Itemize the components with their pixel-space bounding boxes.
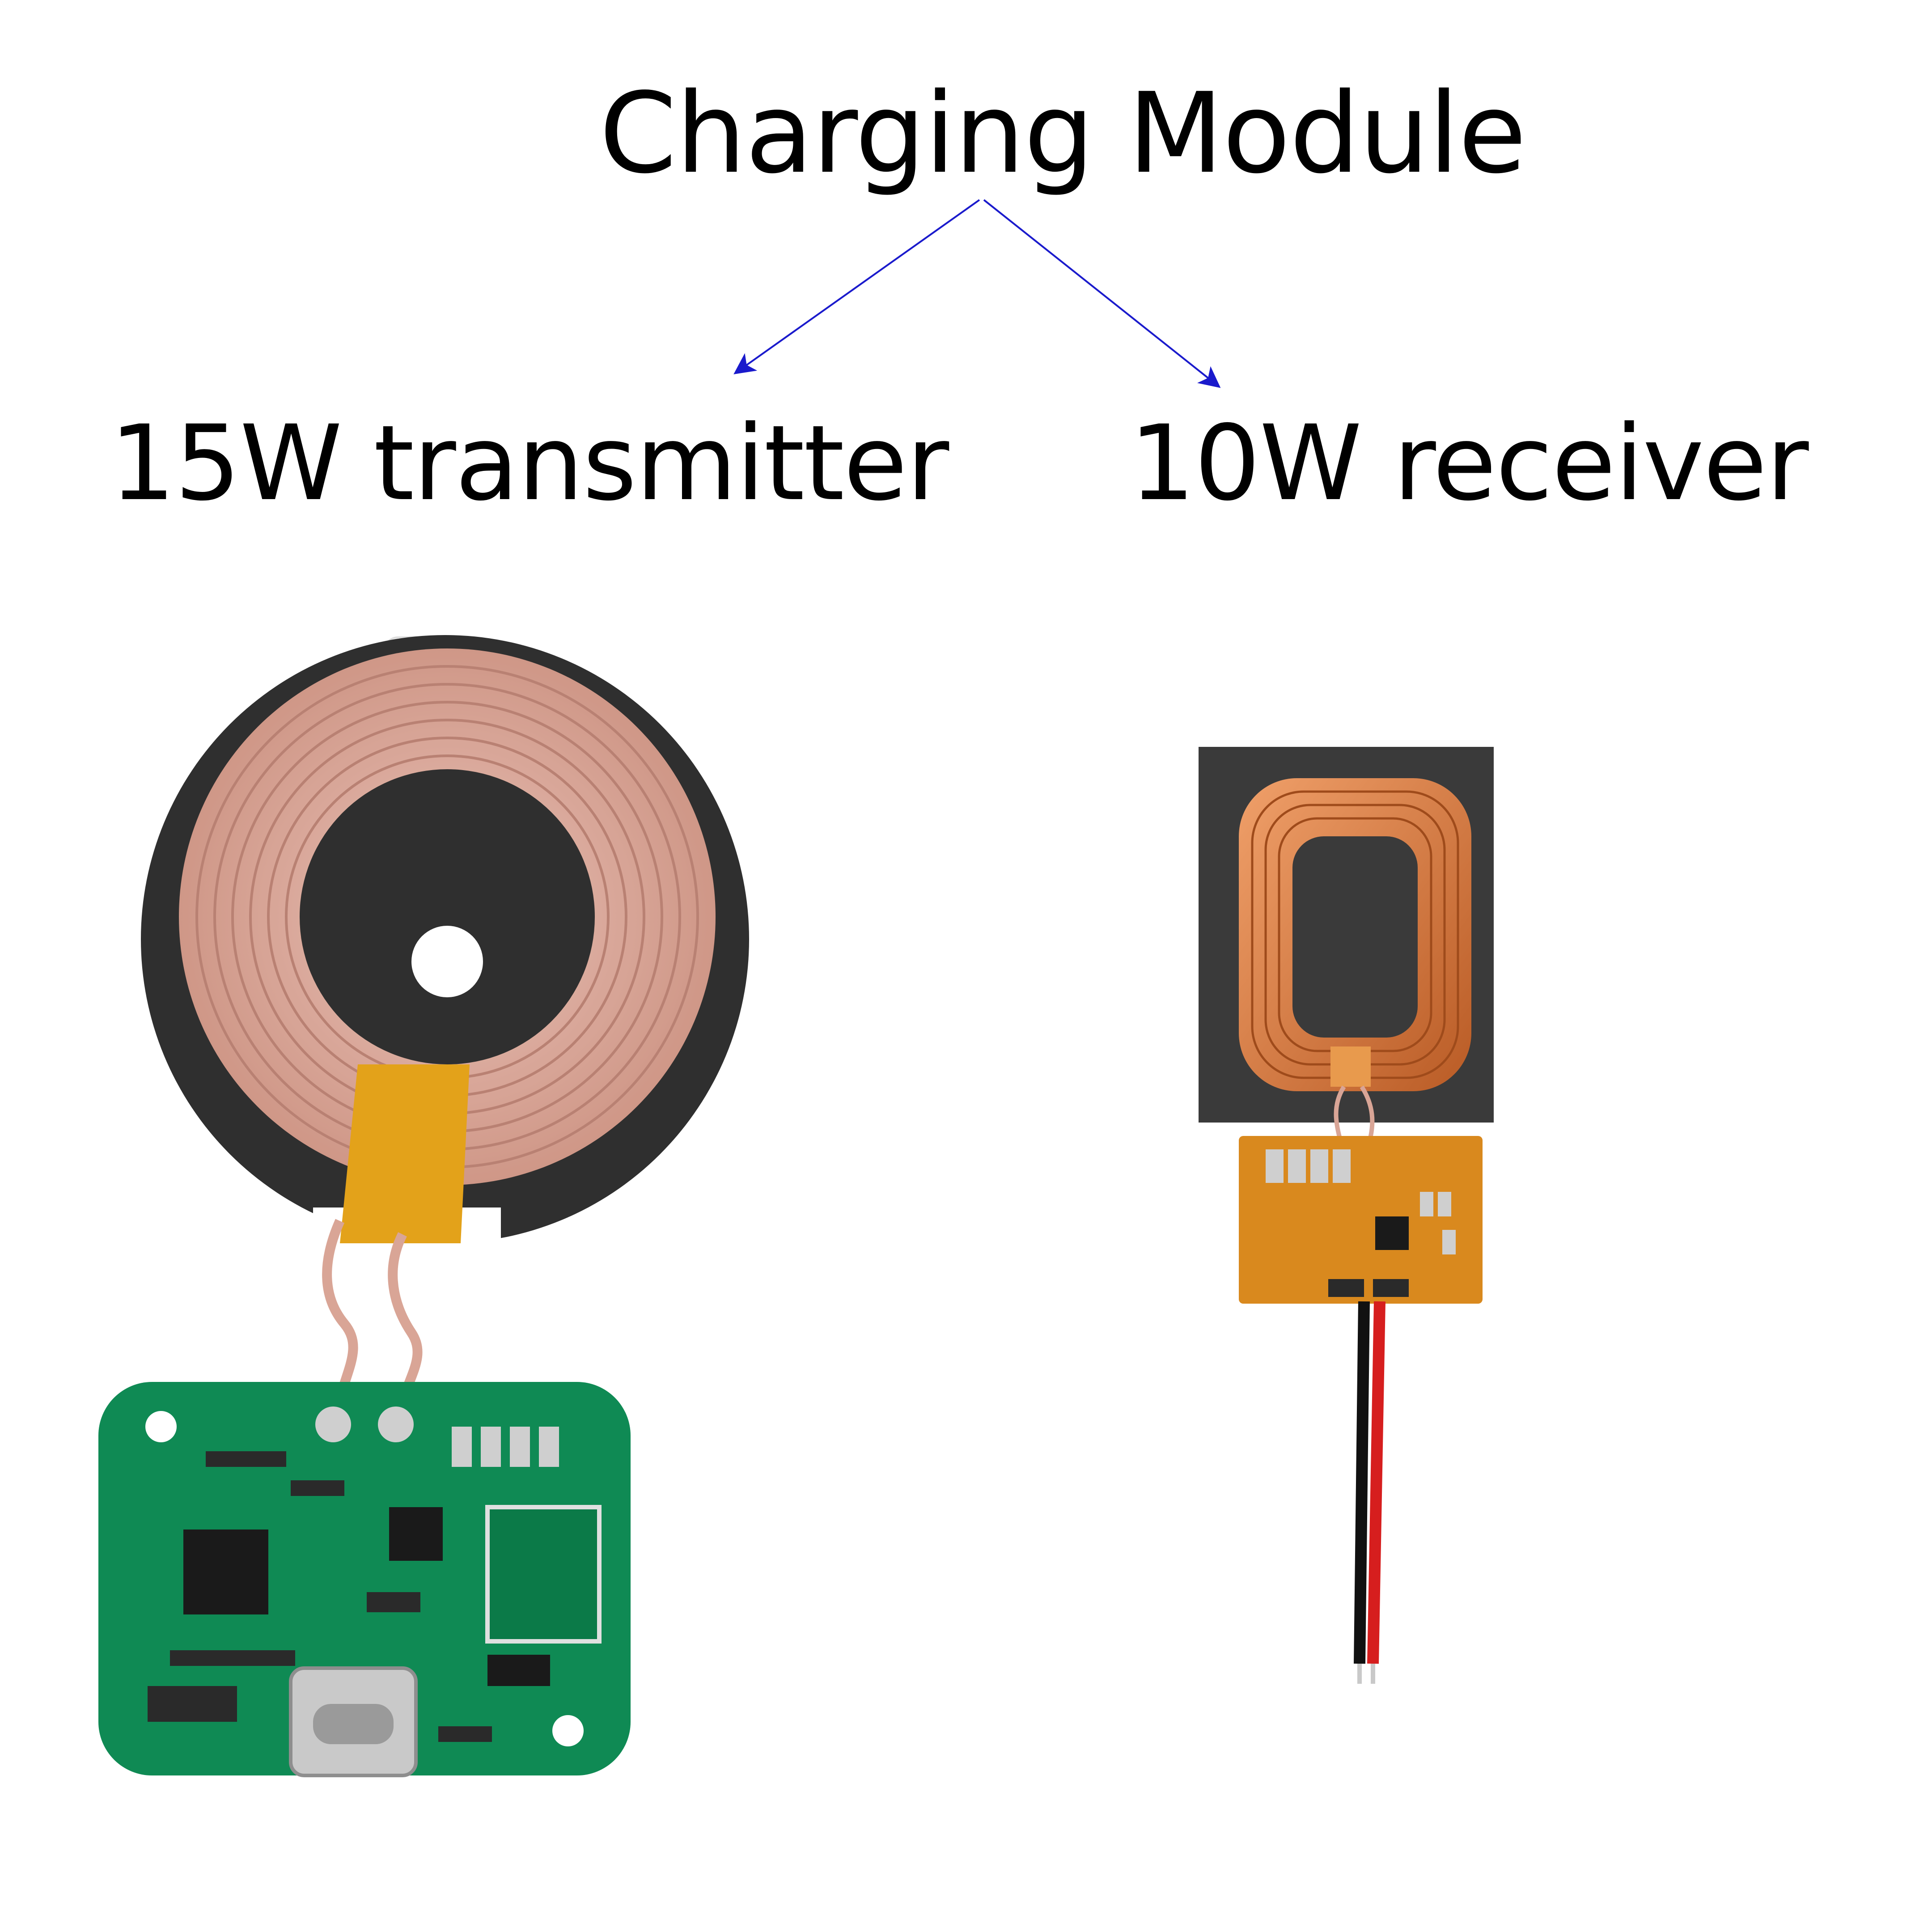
- receiver-label: 10W receiver: [1129, 403, 1809, 524]
- receiver-coil-icon: [1239, 778, 1471, 1091]
- receiver-pcb-icon: [1239, 1136, 1483, 1304]
- kapton-tape-icon: [340, 1064, 470, 1243]
- receiver-chip-icon: [1375, 1216, 1409, 1250]
- arrow-to-transmitter: [733, 199, 980, 374]
- transmitter-pcb-icon: [98, 1382, 631, 1777]
- receiver-illustration: [1199, 747, 1494, 1684]
- transmitter-coil-icon: [179, 648, 716, 1185]
- diagram-title: Charging Module: [599, 69, 1526, 198]
- controller-chip-icon: [183, 1530, 268, 1614]
- red-wire-icon: [1367, 1301, 1385, 1664]
- center-hole-icon: [411, 926, 483, 997]
- transmitter-label: 15W transmitter: [110, 403, 949, 524]
- arrow-to-receiver: [983, 199, 1221, 388]
- black-wire-icon: [1354, 1301, 1370, 1664]
- transmitter-illustration: [98, 635, 749, 1777]
